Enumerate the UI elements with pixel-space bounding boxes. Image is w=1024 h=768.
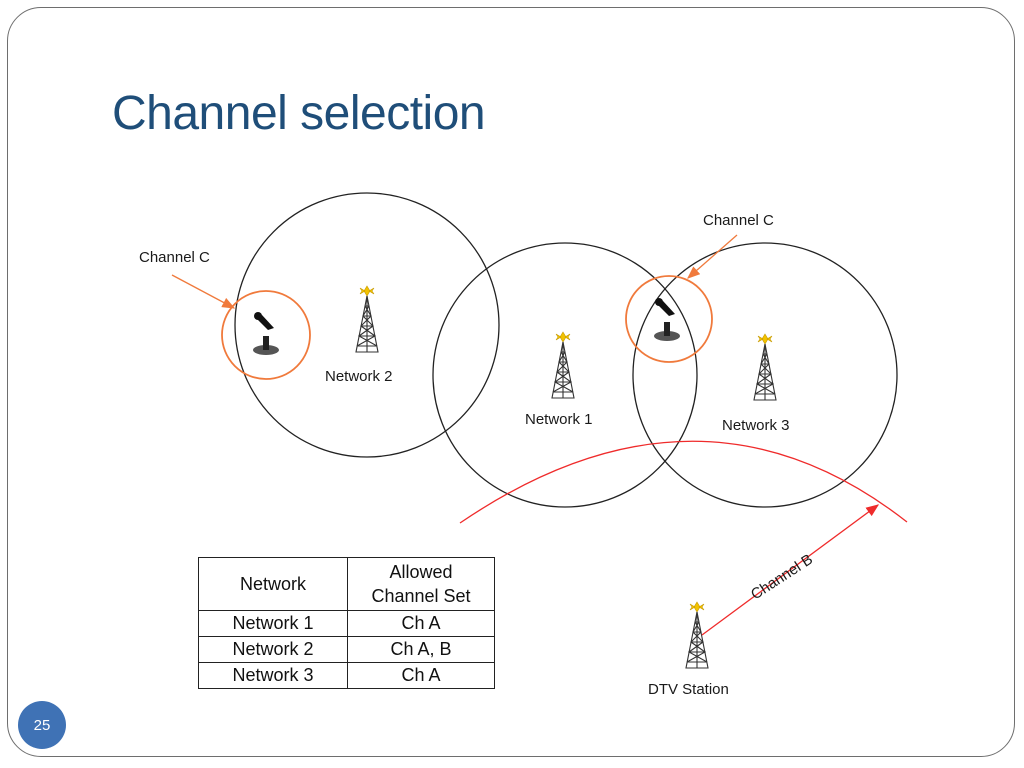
network-3-coverage-circle: [632, 242, 898, 508]
table-row: Network 1 Ch A: [198, 610, 495, 637]
allowed-channel-table: Network Allowed Channel Set Network 1 Ch…: [198, 557, 495, 689]
table-header-network: Network: [198, 557, 348, 611]
page-number-badge: 25: [18, 701, 66, 749]
network-3-label: Network 3: [722, 417, 790, 434]
channel-c-label-left: Channel C: [139, 249, 210, 266]
table-header-row: Network Allowed Channel Set: [198, 557, 495, 611]
network-1-label: Network 1: [525, 411, 593, 428]
microphone-icon: [253, 312, 279, 355]
table-cell-channels: Ch A, B: [347, 636, 495, 663]
slide-title: Channel selection: [112, 87, 486, 140]
channel-b-label: Channel B: [748, 551, 816, 603]
table-cell-network: Network 1: [198, 610, 348, 637]
slide-frame: [7, 7, 1015, 757]
table-cell-network: Network 2: [198, 636, 348, 663]
dtv-coverage-arc: [459, 440, 908, 524]
table-row: Network 2 Ch A, B: [198, 636, 495, 663]
tower-icon: [753, 333, 777, 401]
network-1-coverage-circle: [432, 242, 698, 508]
table-cell-channels: Ch A: [347, 662, 495, 689]
table-cell-network: Network 3: [198, 662, 348, 689]
dtv-station-label: DTV Station: [648, 681, 729, 698]
secondary-user-ring-left: [221, 290, 311, 380]
header-line: Channel Set: [371, 586, 471, 606]
secondary-user-ring-right: [625, 275, 713, 363]
tower-icon: [551, 331, 575, 399]
header-line: Network: [239, 574, 306, 594]
table-cell-channels: Ch A: [347, 610, 495, 637]
network-2-coverage-circle: [234, 192, 500, 458]
channel-c-arrow-left: [171, 274, 236, 309]
table-header-allowed-channel-set: Allowed Channel Set: [347, 557, 495, 611]
tower-icon: [685, 601, 709, 669]
network-2-label: Network 2: [325, 368, 393, 385]
table-row: Network 3 Ch A: [198, 662, 495, 689]
channel-c-label-right: Channel C: [703, 212, 774, 229]
channel-c-arrow-right: [687, 234, 738, 279]
tower-icon: [355, 285, 379, 353]
channel-b-arrow: [701, 504, 880, 636]
header-line: Allowed: [389, 562, 453, 582]
